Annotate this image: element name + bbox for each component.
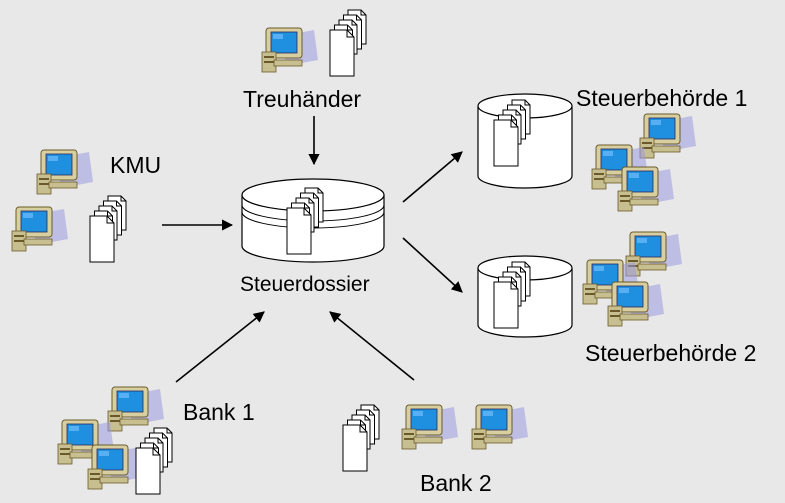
authority1-database-icon xyxy=(477,93,573,189)
document-stack-icon xyxy=(330,10,366,76)
computer-icon xyxy=(471,404,529,450)
computer-icon xyxy=(617,166,675,212)
bank2-label: Bank 2 xyxy=(420,470,492,496)
kmu-label: KMU xyxy=(110,152,161,178)
authority1-label: Steuerbehörde 1 xyxy=(576,85,747,111)
treuhaender-label: Treuhänder xyxy=(243,86,361,112)
treuhaender-node: Treuhänder xyxy=(243,10,366,112)
bank1-node: Bank 1 xyxy=(57,386,255,494)
computer-icon xyxy=(401,404,459,450)
document-stack-icon xyxy=(136,428,172,494)
computer-icon xyxy=(107,386,165,432)
arrow-dossier-to-authority2 xyxy=(402,237,463,293)
steuerdossier-label: Steuerdossier xyxy=(240,273,370,296)
document-stack-icon xyxy=(90,196,126,262)
computer-icon xyxy=(36,149,94,195)
document-stack-icon xyxy=(343,405,379,471)
steuerdossier-database-icon xyxy=(241,178,385,263)
arrow-dossier-to-authority1 xyxy=(402,151,463,203)
kmu-node: KMU xyxy=(11,149,161,262)
computer-icon xyxy=(261,27,319,73)
authority1-node: Steuerbehörde 1 xyxy=(477,85,747,212)
authority2-label: Steuerbehörde 2 xyxy=(585,340,756,366)
computer-icon xyxy=(607,281,665,327)
authority2-database-icon xyxy=(477,255,573,338)
arrow-bank2-to-dossier xyxy=(329,311,415,381)
arrow-bank1-to-dossier xyxy=(175,311,265,383)
bank1-label: Bank 1 xyxy=(183,399,255,425)
computer-icon xyxy=(639,113,697,159)
computer-icon xyxy=(11,206,69,252)
bank2-node: Bank 2 xyxy=(343,404,529,496)
authority2-node: Steuerbehörde 2 xyxy=(477,231,756,366)
